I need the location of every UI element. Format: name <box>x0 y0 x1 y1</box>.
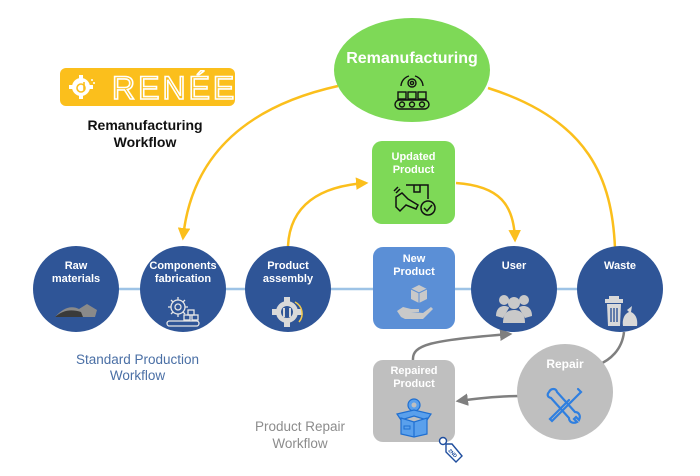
label-line-1: Product Repair <box>254 419 346 434</box>
node-product-assembly[interactable]: Product assembly <box>245 246 331 332</box>
node-label: Repair <box>546 357 584 371</box>
label-line-2: Product <box>393 266 435 278</box>
node-label: Repaired Product <box>373 365 455 391</box>
label-line-1: Components <box>149 260 217 272</box>
diagram-title: Remanufacturing Workflow <box>70 117 220 151</box>
label-line-2: fabrication <box>154 273 212 285</box>
label-line-2: Product <box>392 164 435 176</box>
updated-to-user-arrow <box>455 181 521 243</box>
assembly-to-updated-arrow <box>286 177 369 247</box>
trash-bag-icon <box>605 296 638 326</box>
node-repair[interactable]: Repair <box>517 344 613 440</box>
node-waste[interactable]: Waste <box>577 246 663 332</box>
label-line-1: Repaired <box>390 365 438 377</box>
node-raw-materials[interactable]: Raw materials <box>33 246 119 332</box>
label-line-2: materials <box>51 273 101 285</box>
gear-tools-icon <box>272 297 303 327</box>
repair-to-repaired-arrow <box>455 393 521 406</box>
conveyor-gear-icon <box>394 75 430 110</box>
node-repaired-product[interactable]: Repaired Product <box>373 360 455 442</box>
title-line-2: Workflow <box>113 134 177 150</box>
node-new-product[interactable]: New Product <box>373 247 455 329</box>
node-label: User <box>501 260 527 272</box>
material-pile-icon <box>55 304 97 317</box>
hand-box-icon <box>397 285 433 319</box>
node-user[interactable]: User <box>471 246 557 332</box>
node-label: Product assembly <box>245 260 331 286</box>
node-updated-product[interactable]: Updated Product <box>372 141 455 224</box>
logo-text: RENÉE <box>111 69 238 107</box>
price-tag-icon: 2ND <box>438 436 463 463</box>
label-line-1: Updated <box>391 151 436 163</box>
tag-text: 2ND <box>447 448 459 460</box>
title-line-1: Remanufacturing <box>87 117 203 133</box>
second-hand-tag: 2ND <box>438 436 464 464</box>
label-line-1: Raw <box>64 260 88 272</box>
label-line-2: Workflow <box>272 436 328 451</box>
gear-logo-icon <box>69 75 95 99</box>
renee-logo: RENÉE <box>60 68 238 107</box>
node-remanufacturing[interactable]: Remanufacturing <box>334 18 490 122</box>
node-label: Raw materials <box>33 260 119 286</box>
label-line-1: Standard Production <box>75 352 200 367</box>
hand-wrench-box-check-icon <box>393 184 436 216</box>
gear-open-box-icon <box>396 398 432 438</box>
node-label: Components fabrication <box>140 260 226 286</box>
label-line-2: assembly <box>262 273 314 285</box>
node-label: Waste <box>604 260 636 272</box>
wrench-screwdriver-icon <box>546 387 583 424</box>
waste-to-reman-line <box>487 86 617 249</box>
node-components-fabrication[interactable]: Components fabrication <box>140 246 226 332</box>
label-line-1: New <box>402 253 426 265</box>
node-label: Remanufacturing <box>346 50 478 67</box>
gear-conveyor-icon <box>166 297 200 327</box>
product-repair-label: Product Repair Workflow <box>240 418 360 452</box>
users-group-icon <box>496 295 532 323</box>
node-label: New Product <box>373 253 455 279</box>
reman-to-components-arrow <box>177 84 339 241</box>
label-line-1: Product <box>267 260 309 272</box>
label-line-2: Product <box>393 378 435 390</box>
repaired-to-user-arrow <box>411 328 513 361</box>
label-line-2: Workflow <box>109 368 166 383</box>
node-label: Updated Product <box>372 151 455 177</box>
standard-production-label: Standard Production Workflow <box>55 352 220 384</box>
